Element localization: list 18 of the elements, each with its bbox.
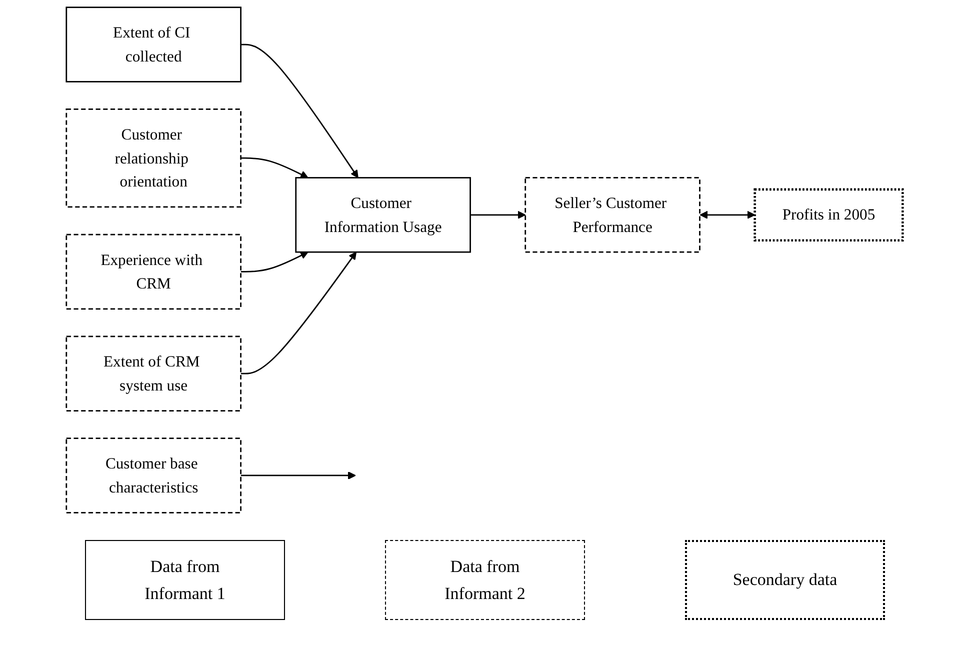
arrow — [241, 471, 356, 480]
arrow — [241, 252, 358, 374]
arrow — [700, 210, 756, 219]
arrow — [241, 157, 309, 178]
node-box: Seller’s Customer Performance — [525, 177, 701, 253]
node-box: Experience with CRM — [66, 234, 242, 310]
node-box: Profits in 2005 — [754, 188, 904, 242]
node-box: Extent of CRM system use — [66, 336, 242, 412]
legend-box: Data from Informant 1 — [85, 540, 285, 620]
arrow — [241, 252, 309, 272]
node-box: Customer relationship orientation — [66, 108, 242, 208]
node-box: Customer Information Usage — [296, 177, 472, 253]
arrow — [470, 210, 526, 219]
node-box: Extent of CI collected — [66, 6, 242, 82]
arrow — [241, 44, 359, 178]
legend-box: Data from Informant 2 — [385, 540, 585, 620]
legend-box: Secondary data — [685, 540, 885, 620]
node-box: Customer base characteristics — [66, 438, 242, 514]
